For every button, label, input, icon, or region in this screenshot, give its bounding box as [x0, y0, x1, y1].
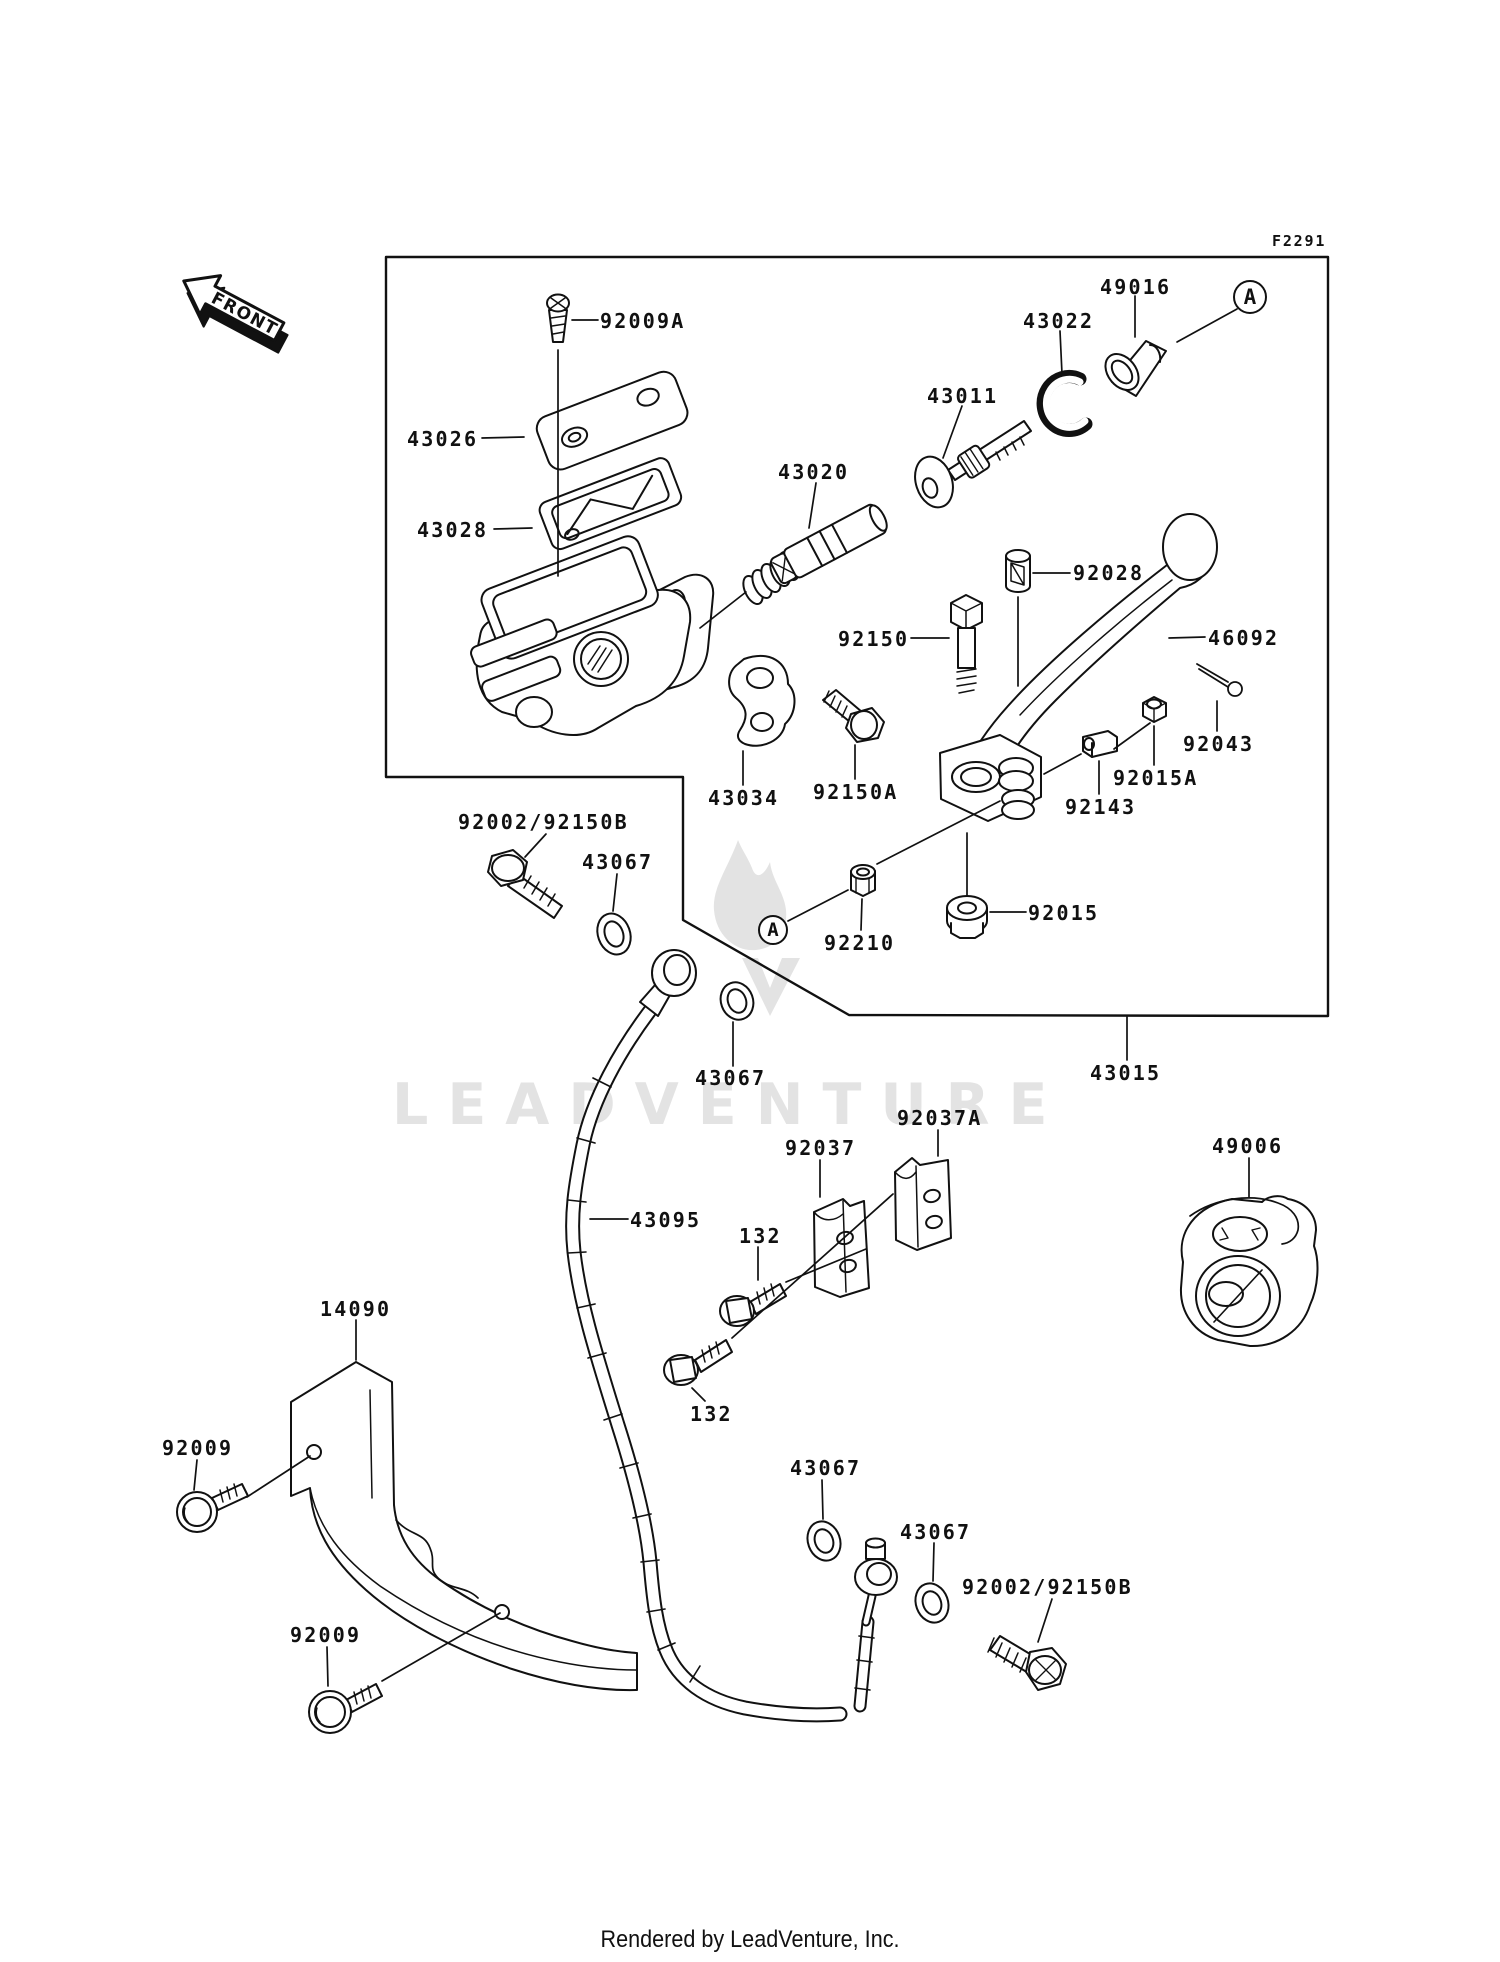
part-label-92009: 92009 — [290, 1623, 362, 1647]
part-label-92043: 92043 — [1183, 732, 1255, 756]
brake-hose-drawing — [565, 949, 898, 1723]
footer-credit: Rendered by LeadVenture, Inc. — [600, 1926, 900, 1953]
sleeve-92028-drawing — [1005, 549, 1031, 593]
bolt-132-a-drawing — [719, 1283, 787, 1327]
watermark-text: LEADVENTURE — [392, 1072, 1067, 1138]
callout-a: A — [1233, 280, 1267, 314]
part-label-46092: 46092 — [1208, 626, 1280, 650]
part-label-92015: 92015 — [1028, 901, 1100, 925]
collar-92143-drawing — [1082, 730, 1118, 758]
leader-lines — [193, 295, 1250, 1687]
part-label-49016: 49016 — [1100, 275, 1172, 299]
master-cylinder-body-drawing — [470, 535, 715, 736]
banjo-bolt-upper-drawing — [487, 849, 563, 919]
part-label-92009A: 92009A — [600, 309, 686, 333]
bolt-132-b-drawing — [663, 1339, 733, 1386]
part-label-43022: 43022 — [1023, 309, 1095, 333]
part-label-43067: 43067 — [790, 1456, 862, 1480]
screw-92009-b-drawing — [308, 1683, 383, 1734]
nut-92015-drawing — [946, 895, 988, 939]
part-label-92037A: 92037A — [897, 1106, 983, 1130]
cap-drawing — [535, 370, 689, 471]
washer-43067-c-drawing — [806, 1520, 842, 1562]
part-label-43026: 43026 — [407, 427, 479, 451]
nut-92210-drawing — [850, 864, 876, 897]
part-label-92028: 92028 — [1073, 561, 1145, 585]
screw-92009-a-drawing — [176, 1483, 249, 1533]
part-label-14090: 14090 — [320, 1297, 392, 1321]
boot-drawing — [1104, 340, 1167, 397]
clamp-43034-drawing — [728, 654, 796, 747]
lever-drawing — [939, 513, 1218, 822]
part-label-43034: 43034 — [708, 786, 780, 810]
eclip-drawing — [1036, 370, 1093, 437]
part-label-92015A: 92015A — [1113, 766, 1199, 790]
part-label-43095: 43095 — [630, 1208, 702, 1232]
part-label-92150A: 92150A — [813, 780, 899, 804]
washer-43067-a-drawing — [596, 912, 632, 956]
diaphragm-drawing — [538, 457, 683, 551]
washer-43067-d-drawing — [914, 1582, 950, 1624]
bolt-92150a-drawing — [822, 689, 885, 743]
part-label-43067: 43067 — [582, 850, 654, 874]
part-label-92037: 92037 — [785, 1136, 857, 1160]
nut-92015a-drawing — [1142, 696, 1167, 723]
screw-92009a-drawing — [546, 293, 570, 577]
cotter-pin-drawing — [1196, 663, 1243, 697]
callout-a: A — [758, 915, 788, 945]
part-label-43067: 43067 — [695, 1066, 767, 1090]
part-label-92150: 92150 — [838, 627, 910, 651]
part-label-43020: 43020 — [778, 460, 850, 484]
part-label-92002-92150B: 92002/92150B — [458, 810, 629, 834]
part-label-43015: 43015 — [1090, 1061, 1162, 1085]
figure-code: F2291 — [1272, 232, 1327, 250]
part-label-132: 132 — [690, 1402, 733, 1426]
part-label-92210: 92210 — [824, 931, 896, 955]
bolt-92150-drawing — [950, 594, 983, 694]
bracket-92037-drawing — [813, 1198, 870, 1298]
boundary-box — [384, 255, 1330, 1018]
part-label-43011: 43011 — [927, 384, 999, 408]
piston-spring-drawing — [742, 503, 888, 606]
part-label-132: 132 — [739, 1224, 782, 1248]
banjo-bolt-lower-drawing — [987, 1635, 1067, 1691]
part-label-92009: 92009 — [162, 1436, 234, 1460]
cover-14090-drawing — [290, 1361, 638, 1692]
washer-43067-b-drawing — [719, 981, 755, 1021]
part-label-49006: 49006 — [1212, 1134, 1284, 1158]
part-label-43067: 43067 — [900, 1520, 972, 1544]
part-label-92143: 92143 — [1065, 795, 1137, 819]
part-label-92002-92150B: 92002/92150B — [962, 1575, 1133, 1599]
part-label-43028: 43028 — [417, 518, 489, 542]
pushrod-drawing — [914, 420, 1032, 509]
holder-49006-drawing — [1179, 1195, 1319, 1348]
bracket-92037a-drawing — [894, 1157, 952, 1251]
